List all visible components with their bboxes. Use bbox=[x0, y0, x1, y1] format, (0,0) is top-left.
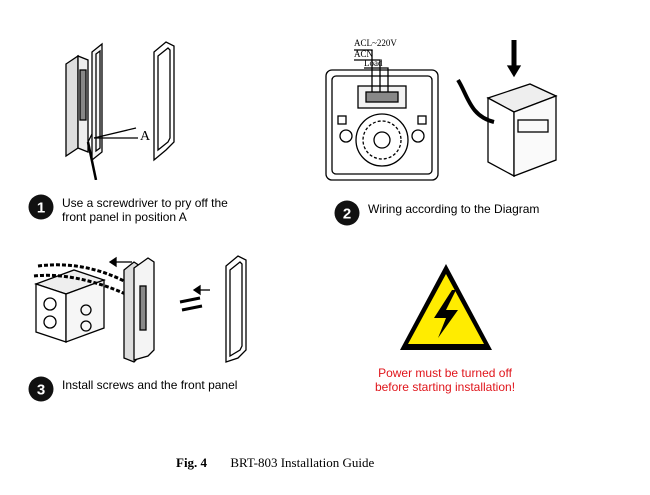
warning-message: Power must be turned off before starting… bbox=[374, 366, 516, 394]
label-acn: ACN bbox=[354, 49, 374, 59]
wiring-diagram: ACL~220V ACN Load bbox=[325, 38, 558, 181]
step-1-text: Use a screwdriver to pry off the front p… bbox=[62, 196, 228, 224]
step-2-badge-icon: 2 bbox=[334, 200, 360, 226]
figure-title: BRT-803 Installation Guide bbox=[230, 455, 375, 470]
svg-text:2: 2 bbox=[343, 206, 351, 223]
label-acl: ACL~220V bbox=[354, 38, 397, 48]
high-voltage-warning-icon bbox=[400, 264, 492, 350]
step-3-text: Install screws and the front panel bbox=[62, 378, 238, 392]
step-3-badge-icon: 3 bbox=[28, 376, 54, 402]
step-3: 3 Install screws and the front panel bbox=[28, 376, 238, 402]
step-1-badge-icon: 1 bbox=[28, 194, 54, 220]
step-1: 1 Use a screwdriver to pry off the front… bbox=[28, 194, 228, 224]
install-screws-diagram bbox=[33, 255, 247, 363]
figure-caption: Fig. 4 BRT-803 Installation Guide bbox=[176, 455, 374, 471]
step-2: 2 Wiring according to the Diagram bbox=[334, 200, 540, 226]
callout-label-a: A bbox=[140, 129, 151, 144]
pry-off-panel-diagram: A bbox=[65, 41, 175, 180]
svg-text:1: 1 bbox=[37, 200, 45, 217]
step-2-text: Wiring according to the Diagram bbox=[368, 202, 540, 216]
label-load: Load bbox=[364, 58, 383, 68]
figure-number: Fig. 4 bbox=[176, 455, 208, 470]
svg-text:3: 3 bbox=[37, 382, 45, 399]
